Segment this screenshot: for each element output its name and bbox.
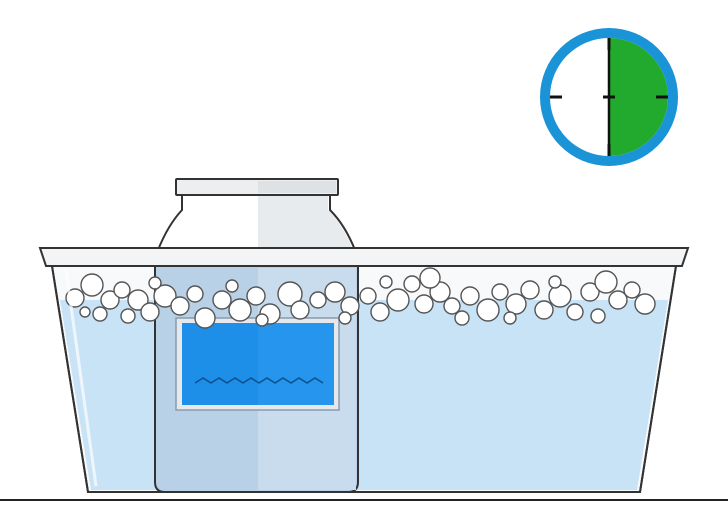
foam-bubble <box>491 283 509 301</box>
foam-bubble <box>255 313 269 327</box>
foam-bubble <box>520 280 540 300</box>
foam-bubble <box>153 284 177 308</box>
foam-bubble <box>228 298 252 322</box>
water <box>60 300 668 490</box>
foam-bubble <box>80 273 104 297</box>
foam-bubble <box>566 303 584 321</box>
foam-bubble <box>503 311 517 325</box>
foam-bubble <box>476 298 500 322</box>
foam-bubble <box>170 296 190 316</box>
foam-bubble <box>79 306 91 318</box>
foam-bubble <box>403 275 421 293</box>
foam-bubble <box>548 284 572 308</box>
foam-bubble <box>460 286 480 306</box>
foam-bubble <box>246 286 266 306</box>
foam-bubble <box>590 308 606 324</box>
foam-bubble <box>505 293 527 315</box>
foam-bubble <box>443 297 461 315</box>
foam-bubble <box>379 275 393 289</box>
foam-bubble <box>100 290 120 310</box>
foam-bubble <box>277 281 303 307</box>
foam-bubble <box>194 307 216 329</box>
foam-bubble <box>386 288 410 312</box>
foam-bubble <box>414 294 434 314</box>
foam-bubble <box>127 289 149 311</box>
foam-bubble <box>212 290 232 310</box>
foam-bubble <box>92 306 108 322</box>
clock-icon <box>540 28 678 166</box>
foam-bubble <box>580 282 600 302</box>
foam-bubble <box>148 276 162 290</box>
foam-bubble <box>534 300 554 320</box>
foam-bubble <box>120 308 136 324</box>
foam-bubble <box>290 300 310 320</box>
foam-bubble <box>608 290 628 310</box>
foam-bubbles <box>65 267 656 329</box>
foam-bubble <box>370 302 390 322</box>
foam-bubble <box>186 285 204 303</box>
basin-rim <box>38 247 690 493</box>
foam-bubble <box>594 270 618 294</box>
foam-bubble <box>338 311 352 325</box>
foam-bubble <box>359 287 377 305</box>
foam-bubble <box>225 279 239 293</box>
clock-elapsed-fill <box>609 38 668 156</box>
foam-bubble <box>140 302 160 322</box>
foam-bubble <box>454 310 470 326</box>
foam-bubble <box>634 293 656 315</box>
foam-bubble <box>324 281 346 303</box>
foam-bubble <box>548 275 562 289</box>
foam-bubble <box>623 281 641 299</box>
foam-bubble <box>419 267 441 289</box>
foam-bubble <box>113 281 131 299</box>
foam-bubble <box>309 291 327 309</box>
jar <box>153 178 360 493</box>
